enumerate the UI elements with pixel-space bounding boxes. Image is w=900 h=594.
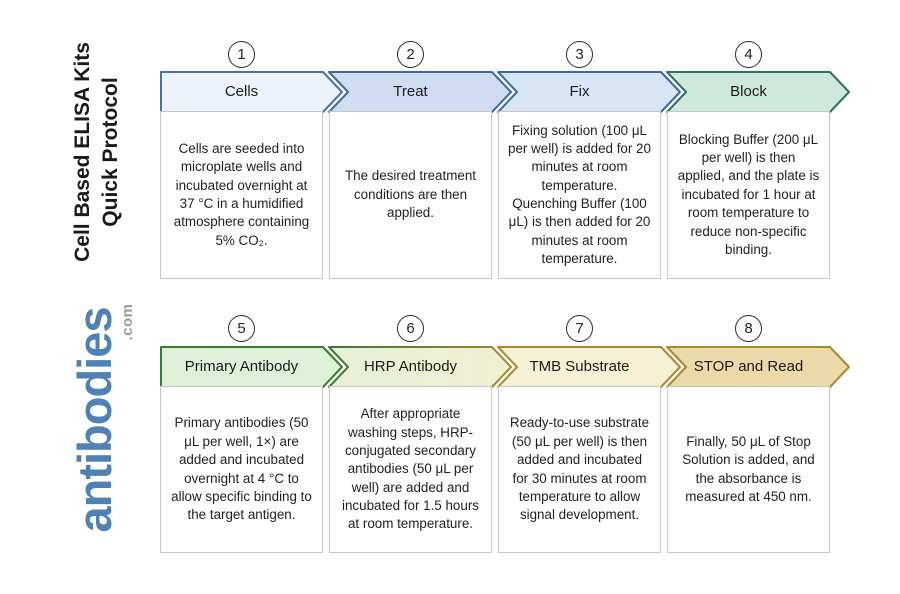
banner-shape-cells xyxy=(160,71,343,113)
step-7-banner-label: TMB Substrate xyxy=(529,357,630,375)
step-2-description-box: The desired treatment conditions are the… xyxy=(329,111,492,279)
step-1-number: 1 xyxy=(237,46,246,63)
banner-shape-hrp-antibody xyxy=(328,346,512,388)
step-5-banner-label: Primary Antibody xyxy=(184,357,299,375)
step-8-description-box: Finally, 50 μL of Stop Solution is added… xyxy=(667,386,830,553)
step-4-description-box: Blocking Buffer (200 μL per well) is the… xyxy=(667,111,830,279)
page-title-line2: Quick Protocol xyxy=(99,77,122,227)
step-8-description-text: Finally, 50 μL of Stop Solution is added… xyxy=(682,433,815,504)
step-2-number: 2 xyxy=(406,46,415,63)
step-5-description-text: Primary antibodies (50 μL per well, 1×) … xyxy=(171,415,312,523)
step-6-description-text: After appropriate washing steps, HRP-con… xyxy=(342,406,479,532)
step-2-description-text: The desired treatment conditions are the… xyxy=(345,168,476,221)
brand-logo-inner: antibodies .com xyxy=(67,303,136,533)
banner-shape-primary-antibody xyxy=(160,346,343,388)
step-3-description-box: Fixing solution (100 μL per well) is add… xyxy=(498,111,661,279)
brand-logo-text: antibodies xyxy=(67,307,121,533)
step-3-number-badge: 3 xyxy=(566,41,593,68)
step-8-number-badge: 8 xyxy=(735,315,762,342)
step-7-description-box: Ready-to-use substrate (50 μL per well) … xyxy=(498,386,661,553)
step-1-description-text: Cells are seeded into microplate wells a… xyxy=(173,140,310,248)
row2-banner-arrows xyxy=(160,346,850,388)
step-3-number: 3 xyxy=(575,46,584,63)
step-1-description-box: Cells are seeded into microplate wells a… xyxy=(160,111,323,279)
step-2-number-badge: 2 xyxy=(397,41,424,68)
step-5-description-box: Primary antibodies (50 μL per well, 1×) … xyxy=(160,386,323,553)
step-1-banner-label: Cells xyxy=(224,82,259,100)
brand-logo-suffix: .com xyxy=(118,303,136,341)
step-4-number-badge: 4 xyxy=(735,41,762,68)
step-2-banner-label: Treat xyxy=(393,82,428,100)
step-4-description-text: Blocking Buffer (200 μL per well) is the… xyxy=(677,131,820,257)
banner-shape-fix xyxy=(497,71,681,113)
step-4-banner-label: Block xyxy=(730,82,767,100)
step-7-number-badge: 7 xyxy=(566,315,593,342)
step-6-description-box: After appropriate washing steps, HRP-con… xyxy=(329,386,492,553)
step-3-banner-label: Fix xyxy=(569,82,590,100)
banner-shape-stop-and-read xyxy=(666,346,850,388)
step-6-number: 6 xyxy=(406,320,415,337)
step-7-description-text: Ready-to-use substrate (50 μL per well) … xyxy=(509,415,650,523)
step-1-number-badge: 1 xyxy=(228,41,255,68)
brand-logo: antibodies .com xyxy=(62,270,136,570)
step-6-number-badge: 6 xyxy=(397,315,424,342)
banner-shape-tmb-substrate xyxy=(497,346,681,388)
step-5-number-badge: 5 xyxy=(228,315,255,342)
step-5-number: 5 xyxy=(237,320,246,337)
step-7-number: 7 xyxy=(575,320,584,337)
step-4-number: 4 xyxy=(744,46,753,63)
step-8-number: 8 xyxy=(744,320,753,337)
step-6-banner-label: HRP Antibody xyxy=(363,357,458,375)
step-3-description-text: Fixing solution (100 μL per well) is add… xyxy=(508,122,651,267)
page-title: Cell Based ELISA Kits Quick Protocol xyxy=(67,2,127,302)
banner-shape-block xyxy=(666,71,850,113)
banner-shape-treat xyxy=(328,71,512,113)
row1-banner-arrows xyxy=(160,71,850,113)
page-title-line1: Cell Based ELISA Kits xyxy=(71,42,95,262)
step-8-banner-label: STOP and Read xyxy=(693,357,804,375)
